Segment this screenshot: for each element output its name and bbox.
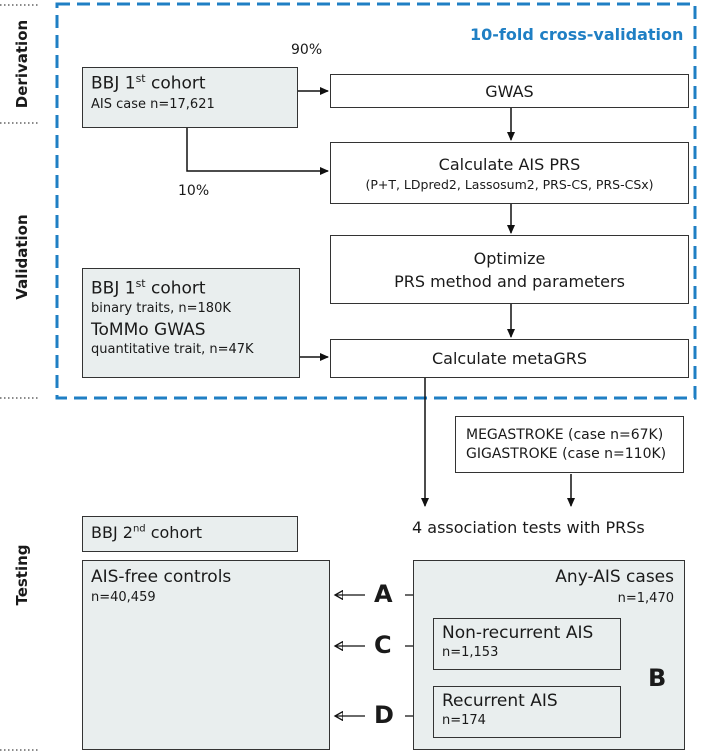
megastroke-box: MEGASTROKE (case n=67K) GIGASTROKE (case… [455, 416, 684, 473]
cv-frame [55, 2, 697, 400]
metagrs-box: Calculate metaGRS [330, 339, 689, 378]
bbj1-derivation-sub: AIS case n=17,621 [91, 96, 215, 112]
test-letter-b: B [648, 664, 667, 692]
calc-prs-title: Calculate AIS PRS [438, 154, 581, 174]
stage-separators [0, 4, 40, 751]
cases-n: n=1,470 [617, 591, 674, 606]
calc-prs-methods: (P+T, LDpred2, Lassosum2, PRS-CS, PRS-CS… [365, 176, 654, 192]
megastroke-line: MEGASTROKE (case n=67K) [466, 427, 664, 443]
test-letter-d: D [374, 701, 394, 729]
controls-title: AIS-free controls [91, 567, 232, 587]
bbj1-validation-title: BBJ 1st cohort [91, 277, 206, 299]
stage-derivation: Derivation [13, 19, 31, 109]
stage-validation: Validation [13, 214, 31, 300]
tommo-title: ToMMo GWAS [91, 319, 206, 340]
bbj1-derivation-title: BBJ 1st cohort [91, 72, 206, 94]
bbj1-validation-sub: binary traits, n=180K [91, 300, 231, 316]
metagrs-label: Calculate metaGRS [432, 349, 587, 368]
test-letter-a: A [374, 580, 393, 608]
optimize-line2: PRS method and parameters [394, 271, 625, 291]
pct-90-label: 90% [291, 42, 323, 58]
cv-title: 10-fold cross-validation [470, 25, 684, 44]
optimize-line1: Optimize [473, 248, 546, 268]
nonrecurrent-n: n=1,153 [442, 645, 499, 660]
recurrent-n: n=174 [442, 713, 486, 728]
nonrecurrent-box: Non-recurrent AIS n=1,153 [433, 618, 621, 670]
bbj1-validation-box: BBJ 1st cohort binary traits, n=180K ToM… [82, 268, 300, 378]
calc-prs-box: Calculate AIS PRS (P+T, LDpred2, Lassosu… [330, 142, 689, 204]
pct-10-label: 10% [178, 183, 210, 199]
gwas-box: GWAS [330, 74, 689, 108]
bbj2-box: BBJ 2nd cohort [82, 516, 298, 552]
stage-testing: Testing [13, 544, 31, 606]
controls-n: n=40,459 [91, 590, 156, 605]
optimize-box: Optimize PRS method and parameters [330, 235, 689, 304]
recurrent-box: Recurrent AIS n=174 [433, 686, 621, 738]
bbj1-derivation-box: BBJ 1st cohort AIS case n=17,621 [82, 67, 298, 128]
nonrecurrent-title: Non-recurrent AIS [442, 623, 594, 643]
recurrent-title: Recurrent AIS [442, 691, 558, 711]
bbj2-title: BBJ 2nd cohort [91, 523, 203, 542]
gigastroke-line: GIGASTROKE (case n=110K) [466, 446, 667, 462]
test-letter-c: C [374, 631, 392, 659]
controls-box: AIS-free controls n=40,459 [82, 560, 330, 750]
gwas-label: GWAS [485, 81, 534, 101]
assoc-tests-label: 4 association tests with PRSs [412, 518, 645, 537]
tommo-sub: quantitative trait, n=47K [91, 341, 254, 357]
cases-title: Any-AIS cases [555, 567, 674, 587]
